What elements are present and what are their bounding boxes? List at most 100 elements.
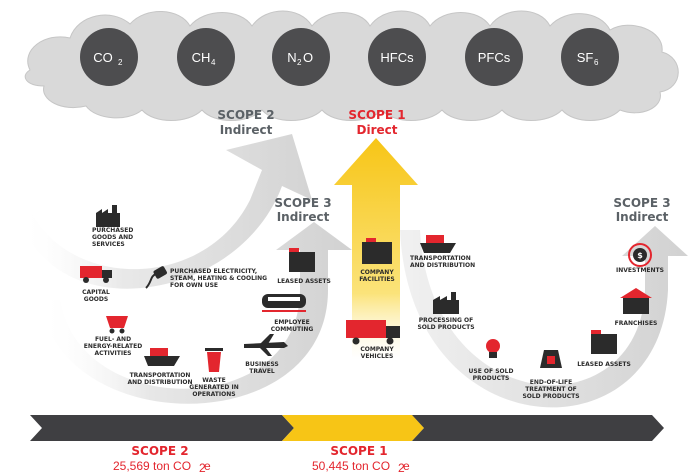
gas-circle-n2o: N 2 O: [272, 28, 330, 86]
caption-franchises: FRANCHISES: [615, 320, 658, 327]
airplane-icon: [244, 334, 288, 356]
factory-icon: [433, 292, 459, 314]
svg-text:EMPLOYEE: EMPLOYEE: [274, 319, 310, 326]
gas-label-tail: O: [303, 50, 313, 65]
scope3-right-title: SCOPE 3: [613, 196, 670, 210]
scope2-total-tail: e: [204, 459, 211, 473]
svg-text:COMPANY: COMPANY: [360, 269, 394, 276]
svg-text:STEAM, HEATING & COOLING: STEAM, HEATING & COOLING: [170, 275, 267, 282]
svg-text:TRANSPORTATION: TRANSPORTATION: [410, 255, 471, 262]
scope2-heading: SCOPE 2 Indirect: [217, 108, 274, 137]
gas-circle-hfcs: HFCs: [368, 28, 426, 86]
caption-processing: PROCESSING OF SOLD PRODUCTS: [417, 317, 474, 331]
svg-text:WASTE: WASTE: [202, 377, 226, 384]
svg-text:SOLD PRODUCTS: SOLD PRODUCTS: [522, 393, 579, 400]
caption-capital-goods: CAPITAL GOODS: [82, 289, 110, 303]
scope1-heading: SCOPE 1 Direct: [348, 108, 405, 137]
gas-label: PFCs: [478, 50, 511, 65]
scope3-right-kind: Indirect: [616, 210, 669, 224]
svg-text:LEASED ASSETS: LEASED ASSETS: [577, 361, 631, 368]
caption-employee-commuting: EMPLOYEE COMMUTING: [271, 319, 314, 333]
svg-text:ENERGY-RELATED: ENERGY-RELATED: [84, 343, 142, 350]
caption-company-facilities: COMPANY FACILITIES: [359, 269, 395, 283]
plug-icon: [145, 266, 167, 289]
scope3-right-heading: SCOPE 3 Indirect: [613, 196, 670, 224]
scope1-kind: Direct: [357, 123, 398, 137]
svg-text:PROCESSING OF: PROCESSING OF: [419, 317, 473, 324]
caption-company-vehicles: COMPANY VEHICLES: [360, 346, 394, 360]
caption-business-travel: BUSINESS TRAVEL: [245, 361, 279, 375]
truck-icon: [346, 320, 400, 345]
truck-icon: [80, 266, 112, 283]
gas-circle-ch4: CH 4: [177, 28, 235, 86]
train-icon: [262, 294, 306, 312]
svg-text:VEHICLES: VEHICLES: [361, 353, 394, 360]
svg-text:SERVICES: SERVICES: [92, 241, 125, 248]
ship-icon: [420, 235, 456, 253]
svg-text:COMPANY: COMPANY: [360, 346, 394, 353]
scope2-bar-segment: [30, 415, 294, 441]
scope2-curved-arrow: [20, 134, 312, 289]
scope1-total-tail: e: [403, 459, 410, 473]
trash-bin-icon: [205, 348, 223, 372]
fuel-cart-icon: [106, 316, 128, 334]
scope2-total-subscript: 2: [199, 461, 206, 475]
factory-icon: [96, 205, 120, 227]
scope1-bar-segment: [282, 415, 424, 441]
svg-text:GOODS AND: GOODS AND: [92, 234, 133, 241]
ship-icon: [144, 348, 180, 366]
scope-timeline-bar: [30, 415, 664, 441]
svg-text:PURCHASED ELECTRICITY,: PURCHASED ELECTRICITY,: [170, 268, 257, 275]
svg-text:INVESTMENTS: INVESTMENTS: [616, 267, 664, 274]
svg-text:BUSINESS: BUSINESS: [245, 361, 279, 368]
svg-text:USE OF SOLD: USE OF SOLD: [469, 368, 514, 375]
svg-text:END-OF-LIFE: END-OF-LIFE: [530, 379, 572, 386]
svg-text:AND DISTRIBUTION: AND DISTRIBUTION: [410, 262, 475, 269]
gas-label: CO: [93, 50, 113, 65]
gas-subscript: 4: [211, 58, 216, 67]
svg-text:PURCHASED: PURCHASED: [92, 227, 133, 234]
svg-text:TREATMENT OF: TREATMENT OF: [525, 386, 577, 393]
scope2-total-title: SCOPE 2: [131, 444, 188, 458]
house-icon: [620, 288, 652, 314]
caption-end-of-life: END-OF-LIFE TREATMENT OF SOLD PRODUCTS: [522, 379, 579, 400]
caption-leased-assets-downstream: LEASED ASSETS: [577, 361, 631, 368]
caption-purchased-electricity: PURCHASED ELECTRICITY, STEAM, HEATING & …: [170, 268, 267, 289]
gas-label: CH: [192, 50, 211, 65]
caption-waste: WASTE GENERATED IN OPERATIONS: [189, 377, 238, 398]
scope1-total: SCOPE 1 50,445 ton CO 2 e: [312, 444, 410, 475]
svg-text:FRANCHISES: FRANCHISES: [615, 320, 658, 327]
svg-text:COMMUTING: COMMUTING: [271, 326, 314, 333]
svg-text:FOR OWN USE: FOR OWN USE: [170, 282, 218, 289]
light-bulb-icon: [486, 339, 500, 358]
gas-circle-sf6: SF 6: [561, 28, 619, 86]
scope2-title: SCOPE 2: [217, 108, 274, 122]
svg-text:GOODS: GOODS: [84, 296, 108, 303]
svg-text:SOLD PRODUCTS: SOLD PRODUCTS: [417, 324, 474, 331]
building-icon: [362, 238, 392, 264]
svg-text:ACTIVITIES: ACTIVITIES: [95, 350, 132, 357]
caption-transport-downstream: TRANSPORTATION AND DISTRIBUTION: [410, 255, 475, 269]
gas-label: HFCs: [380, 50, 414, 65]
svg-text:FACILITIES: FACILITIES: [359, 276, 395, 283]
gas-subscript: 6: [594, 58, 599, 67]
gas-subscript: 2: [297, 58, 302, 67]
dollar-refresh-icon: $: [628, 243, 652, 267]
gas-circle-pfcs: PFCs: [465, 28, 523, 86]
scope2-total: SCOPE 2 25,569 ton CO 2 e: [113, 444, 211, 475]
svg-text:GENERATED IN: GENERATED IN: [189, 384, 238, 391]
scope3-left-title: SCOPE 3: [274, 196, 331, 210]
caption-use-sold: USE OF SOLD PRODUCTS: [469, 368, 514, 382]
svg-text:PRODUCTS: PRODUCTS: [473, 375, 510, 382]
scope3-bar-segment: [412, 415, 664, 441]
scope3-left-arrow: [40, 222, 352, 404]
building-icon: [289, 248, 315, 272]
scope1-total-subscript: 2: [398, 461, 405, 475]
svg-text:TRANSPORTATION: TRANSPORTATION: [130, 372, 191, 379]
caption-investments: INVESTMENTS: [616, 267, 664, 274]
svg-text:LEASED ASSETS: LEASED ASSETS: [277, 278, 331, 285]
caption-purchased-goods: PURCHASED GOODS AND SERVICES: [92, 227, 133, 248]
scope3-left-kind: Indirect: [277, 210, 330, 224]
svg-text:$: $: [637, 251, 643, 260]
